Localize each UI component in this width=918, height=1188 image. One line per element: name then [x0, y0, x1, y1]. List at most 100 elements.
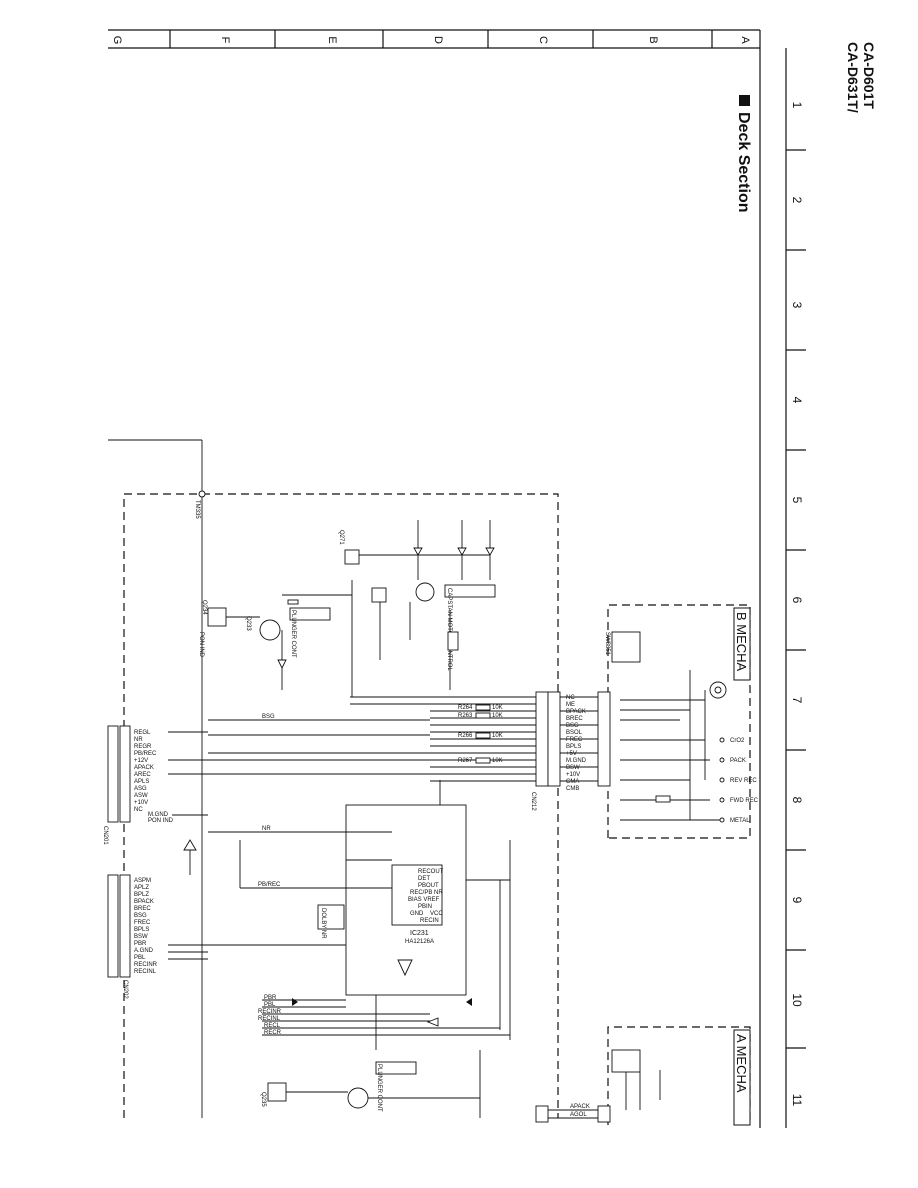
ic-pin-pbin: PBIN: [418, 904, 432, 910]
mecha-sig-me: ME: [566, 702, 575, 708]
nr-label: NR: [262, 826, 271, 832]
cn202-sig-4: BREC: [134, 906, 151, 912]
grid-number-1: 1: [790, 102, 804, 109]
mecha-sig-bsg: BSG: [566, 723, 579, 729]
ic-pin-pbout: PBOUT: [418, 883, 439, 889]
grid-number-5: 5: [790, 497, 804, 504]
cn212-label: CN212: [530, 792, 536, 811]
mecha-sig-brec: BREC: [566, 716, 583, 722]
cn201-sig-8: ASG: [134, 786, 147, 792]
mecha-sig-bsw: BSW: [566, 765, 580, 771]
cn202-sig-2: BPLZ: [134, 892, 149, 898]
left-connector-top: CN201 REGL NR REGR PB/REC +12V APACK ARE…: [102, 725, 208, 845]
upper-circuit: Q271 CAPSTAN MOTOR CONTROL PLUNGER CONT …: [198, 520, 496, 697]
grid-letter-b: B: [647, 36, 659, 43]
cn201-sig-2: REGR: [134, 744, 152, 750]
switch-rev-rec: REV REC: [730, 778, 757, 784]
dolby-label: DOLBY NR: [320, 908, 326, 939]
heading-bullet-icon: [739, 95, 750, 106]
grid-letter-e: E: [326, 36, 338, 43]
grid-number-4: 4: [790, 397, 804, 404]
output-lines: PBR PBL RECINR RECINL RECL RECR: [258, 995, 510, 1036]
cn201-sig-3: PB/REC: [134, 751, 157, 757]
grid-letter-a: A: [739, 36, 751, 44]
cn202-sig-6: FREC: [134, 920, 151, 926]
bsg-label: BSG: [262, 714, 275, 720]
grid-letter-g: G: [111, 36, 123, 45]
main-board-outline: TM335: [108, 439, 559, 1118]
ic-pin-recout: RECOUT: [418, 869, 444, 875]
out-recl: RECL: [264, 1023, 281, 1029]
ic-pin-bias-vref: BIAS VREF: [408, 897, 440, 903]
cn202-sig-13: RECINL: [134, 969, 157, 975]
cn201-sig-5: APACK: [134, 765, 154, 771]
r263-val: 10K: [492, 713, 503, 719]
out-recinl: RECINL: [258, 1016, 281, 1022]
cn202-sig-0: ASPM: [134, 878, 151, 884]
a-mecha-block: A MECHA APACK AGOL: [535, 1026, 751, 1126]
grid-number-8: 8: [790, 797, 804, 804]
cn201-sig-11: NC: [134, 807, 143, 813]
grid-letter-c: C: [537, 36, 549, 44]
ic231-part: HA12126A: [405, 939, 434, 945]
switch-pack: PACK: [730, 758, 746, 764]
plunger-cont-b-label: PLUNGER CONT: [290, 610, 296, 658]
left-connector-bottom: CN202 ASPM APLZ BPLZ BPACK BREC BSG FREC…: [107, 839, 346, 999]
model-name: CA-D631T/ CA-D601T: [845, 42, 877, 113]
switch-cro2: CrO2: [730, 738, 745, 744]
pbrec-label: PB/REC: [258, 882, 281, 888]
switch-fwd-rec: FWD REC: [730, 798, 759, 804]
grid-frame: [108, 29, 806, 1128]
r266-val: 10K: [492, 733, 503, 739]
cn201-sig-13: PON IND: [148, 818, 174, 824]
cn202-sig-7: BPLS: [134, 927, 149, 933]
cn202-sig-3: BPACK: [134, 899, 154, 905]
cn201-sig-6: AREC: [134, 772, 151, 778]
cn202-label: CN202: [122, 980, 128, 999]
section-title: Deck Section: [735, 112, 752, 212]
mecha-sig-bpls: BPLS: [566, 744, 581, 750]
svg-text:Q233: Q233: [245, 616, 251, 631]
grid-number-2: 2: [790, 197, 804, 204]
model-line-2: CA-D601T: [861, 42, 877, 109]
cn202-sig-9: PBR: [134, 941, 147, 947]
svg-text:Q271: Q271: [338, 530, 344, 545]
grid-number-10: 10: [790, 993, 804, 1007]
bsg-line: BSG: [208, 714, 430, 736]
pon-ind-upper: PON IND: [198, 632, 204, 658]
a-mecha-label: A MECHA: [734, 1034, 749, 1093]
mecha-sig-cmb: CMB: [566, 786, 579, 792]
r267-ref: R267: [458, 758, 473, 764]
ic-pin-recin: RECIN: [420, 918, 439, 924]
cn201-sig-1: NR: [134, 737, 143, 743]
mecha-sig-cma: CMA: [566, 779, 579, 785]
grid-letter-d: D: [432, 36, 444, 44]
grid-letters: G F E D C B A: [111, 36, 751, 45]
ic-pin-det: DET: [418, 876, 430, 882]
a-mecha-sig-apack: APACK: [570, 1104, 590, 1110]
svg-text:SW8851: SW8851: [604, 632, 610, 656]
out-recinr: RECINR: [258, 1009, 282, 1015]
bundle-resistors: R264 10K R263 10K R266 10K R267 10K: [458, 704, 503, 764]
cn202-sig-8: BSW: [134, 934, 148, 940]
grid-numbers: 1 2 3 4 5 6 7 8 9 10 11: [790, 102, 804, 1107]
r263-ref: R263: [458, 713, 473, 719]
mecha-sig-frec: FREC: [566, 737, 583, 743]
cn201-sig-9: ASW: [134, 793, 148, 799]
r266-ref: R266: [458, 733, 473, 739]
cn202-sig-5: BSG: [134, 913, 147, 919]
out-pbl: PBL: [264, 1002, 276, 1008]
ic231-label: IC231: [410, 930, 429, 937]
svg-text:TM335: TM335: [194, 500, 200, 519]
mecha-sig-nc: NC: [566, 695, 575, 701]
cn202-sig-11: PBL: [134, 955, 146, 961]
cn201-sig-4: +12V: [134, 758, 148, 764]
r264-val: 10K: [492, 705, 503, 711]
grid-number-11: 11: [790, 1094, 804, 1107]
mecha-sig-bpack: BPACK: [566, 709, 586, 715]
svg-text:Q235: Q235: [260, 1092, 266, 1107]
ic-pin-vcc: VCC: [430, 911, 443, 917]
lower-plunger: PLUNGER CONT Q235: [260, 1050, 481, 1118]
switch-metal: METAL: [730, 818, 750, 824]
